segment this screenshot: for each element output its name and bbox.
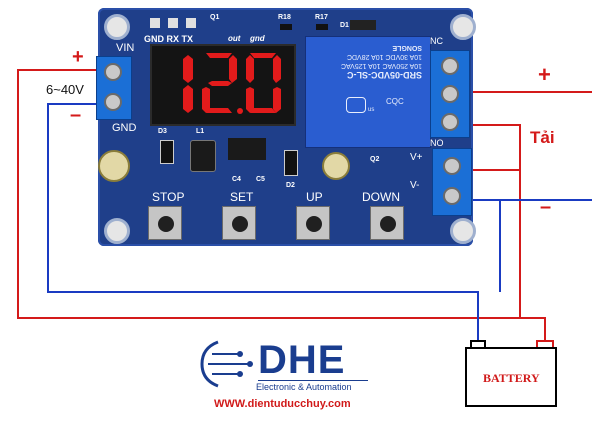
label-c5: C5 [256,176,265,183]
relay-cert-cqc: CQC [386,97,404,106]
capacitor-right [322,152,350,180]
red-wire-relay-to-vplus [470,124,521,171]
down-button[interactable] [370,206,404,240]
mount-hole-top-right [450,14,476,40]
label-gnd-out: gnd [250,34,265,43]
relay-screw-com[interactable] [441,85,459,103]
input-voltage-label: 6~40V [46,82,84,97]
relay-no-label: NO [430,138,444,148]
stop-button-cap [158,216,174,232]
mount-hole-bottom-left [104,218,130,244]
digit-2 [202,53,237,113]
relay-terminal-block [430,50,470,138]
logo-underline [258,380,368,381]
label-d2: D2 [286,182,295,189]
input-plus-sign: + [72,46,84,68]
circuit-logo-icon [200,340,253,388]
diode-d2 [284,150,298,176]
output-screw-minus[interactable] [443,187,461,205]
relay-cert-us: us [368,107,375,113]
relay-screw-no[interactable] [441,113,459,131]
up-button-cap [306,216,322,232]
resistor-r18 [280,24,292,30]
website-link[interactable]: WWW.dientuducchuy.com [214,398,351,410]
label-l1: L1 [196,128,205,135]
label-r18: R18 [278,14,291,21]
pin-label-gnd: GND [144,34,164,44]
output-terminal-block [432,148,472,216]
input-screw-minus[interactable] [104,93,122,111]
down-button-cap [380,216,396,232]
pin-label-rx: RX [166,34,180,44]
battery-label: BATTERY [483,371,540,385]
digit-1 [183,55,193,113]
load-label: Tải [530,128,555,147]
label-d1: D1 [340,22,349,29]
input-minus-sign: – [70,104,82,126]
resistor-r17 [316,24,328,30]
relay-cert-mark [346,97,366,113]
logo-tagline: Electronic & Automation [256,382,352,392]
digit-0 [246,53,281,113]
relay-rating-2: 10A 30VDC 10A 28VDC [346,53,422,60]
load-minus-sign: – [540,196,552,218]
stop-button[interactable] [148,206,182,240]
label-d3: D3 [158,128,167,135]
output-screw-plus[interactable] [443,157,461,175]
relay: SRD-05VDC-SL-C 10A 250VAC 10A 125VAC 10A… [305,36,431,148]
set-label: SET [230,190,254,204]
label-q2: Q2 [370,156,380,163]
diode-d1 [350,20,376,30]
label-q1: Q1 [210,14,220,21]
logo-name: DHE [258,338,346,382]
relay-brand: SONGLE [392,44,422,51]
relay-rating-1: 10A 250VAC 10A 125VAC [340,62,422,69]
vin-label: VIN [116,42,135,54]
capacitor-left [98,150,130,182]
set-button[interactable] [222,206,256,240]
load-plus-sign: + [538,62,551,87]
up-label: UP [306,190,323,204]
mount-hole-bottom-right [450,218,476,244]
mount-hole-top-left [104,14,130,40]
vout-plus-label: V+ [410,152,423,163]
set-button-cap [232,216,248,232]
battery: BATTERY [465,347,557,407]
diode-d3 [160,140,174,164]
label-c4: C4 [232,176,241,183]
vout-minus-label: V- [410,180,420,191]
gnd-label: GND [112,122,137,134]
decimal-point [237,108,243,114]
blue-wire-input [47,103,479,340]
display-digits [183,53,281,114]
input-screw-plus[interactable] [104,63,122,81]
relay-model: SRD-05VDC-SL-C [346,70,422,80]
up-button[interactable] [296,206,330,240]
label-out: out [228,34,241,43]
red-wire-input [17,69,546,340]
down-label: DOWN [362,190,400,204]
label-r17: R17 [315,14,328,21]
relay-nc-label: NC [430,36,443,46]
inductor-l1 [190,140,216,172]
relay-screw-nc[interactable] [441,57,459,75]
header-pins [148,18,200,32]
pin-label-tx: TX [181,34,194,44]
input-terminal-block [96,56,132,120]
ic-chip [228,138,266,160]
stop-label: STOP [152,190,185,204]
